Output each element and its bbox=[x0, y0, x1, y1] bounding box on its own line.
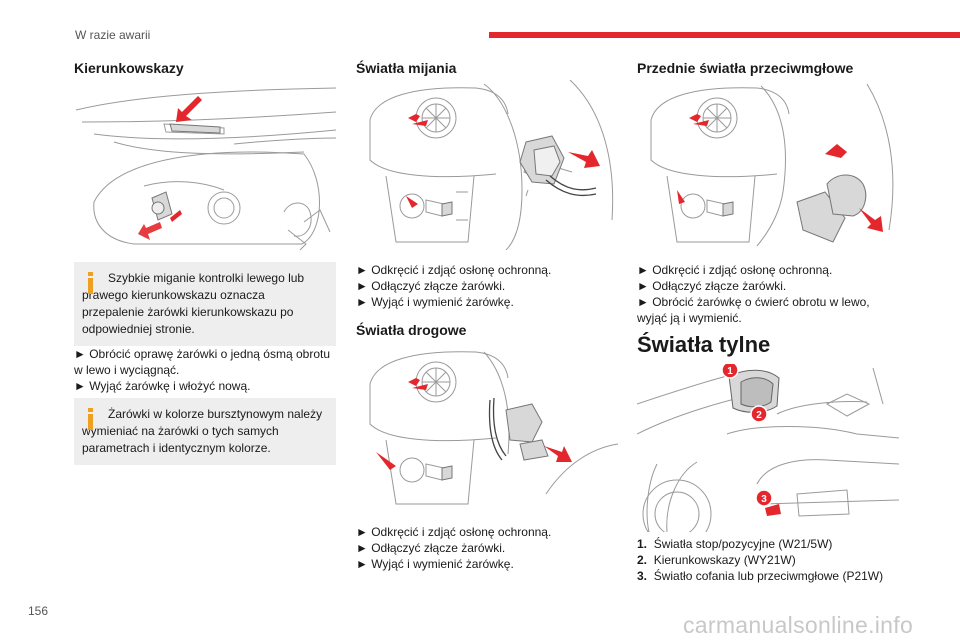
step-item: ► Odkręcić i zdjąć osłonę ochronną. bbox=[637, 263, 833, 277]
info-icon bbox=[88, 408, 93, 430]
rear-lights-illustration: 1 2 3 bbox=[637, 364, 899, 532]
legend-text: Światło cofania lub przeciwmgłowe (P21W) bbox=[653, 569, 884, 583]
heading-high-beam: Światła drogowe bbox=[356, 322, 467, 338]
callout-2: 2 bbox=[756, 410, 762, 421]
turn-signal-steps: ► Obrócić oprawę żarówki o jedną ósmą ob… bbox=[74, 346, 336, 394]
step-item: ► Odłączyć złącze żarówki. bbox=[356, 279, 506, 293]
legend-text: Światła stop/pozycyjne (W21/5W) bbox=[653, 537, 833, 551]
legend-item: 2. Kierunkowskazy (WY21W) bbox=[637, 552, 899, 568]
info-icon bbox=[88, 272, 93, 294]
step-item: ► Obrócić żarówkę o ćwierć obrotu w lewo… bbox=[637, 295, 870, 325]
info-text-amber-bulbs: Żarówki w kolorze bursztynowym należy wy… bbox=[82, 407, 323, 455]
rear-lights-legend: 1. Światła stop/pozycyjne (W21/5W) 2. Ki… bbox=[637, 536, 899, 584]
high-beam-illustration bbox=[356, 344, 618, 508]
heading-low-beam: Światła mijania bbox=[356, 60, 457, 76]
page-number: 156 bbox=[28, 604, 49, 618]
step-item: ► Wyjąć żarówkę i włożyć nową. bbox=[74, 379, 251, 393]
front-fog-illustration bbox=[637, 80, 899, 250]
high-beam-steps: ► Odkręcić i zdjąć osłonę ochronną. ► Od… bbox=[356, 524, 618, 572]
legend-item: 3. Światło cofania lub przeciwmgłowe (P2… bbox=[637, 568, 899, 584]
step-item: ► Wyjąć i wymienić żarówkę. bbox=[356, 295, 514, 309]
legend-item: 1. Światła stop/pozycyjne (W21/5W) bbox=[637, 536, 899, 552]
heading-front-fog: Przednie światła przeciwmgłowe bbox=[637, 60, 854, 76]
turn-signal-illustration bbox=[74, 82, 336, 252]
low-beam-illustration bbox=[356, 80, 618, 250]
step-item: ► Wyjąć i wymienić żarówkę. bbox=[356, 557, 514, 571]
legend-number: 3. bbox=[637, 569, 648, 583]
step-item: ► Obrócić oprawę żarówki o jedną ósmą ob… bbox=[74, 347, 330, 377]
watermark: carmanualsonline.info bbox=[683, 612, 914, 638]
info-box-fast-blinking: Szybkie miganie kontrolki lewego lub pra… bbox=[74, 262, 336, 346]
step-item: ► Odkręcić i zdjąć osłonę ochronną. bbox=[356, 525, 552, 539]
legend-number: 1. bbox=[637, 537, 648, 551]
step-item: ► Odłączyć złącze żarówki. bbox=[356, 541, 506, 555]
low-beam-steps: ► Odkręcić i zdjąć osłonę ochronną. ► Od… bbox=[356, 262, 618, 310]
page-header-title: W razie awarii bbox=[75, 28, 151, 42]
legend-number: 2. bbox=[637, 553, 648, 567]
legend-text: Kierunkowskazy (WY21W) bbox=[653, 553, 796, 567]
callout-3: 3 bbox=[761, 494, 767, 505]
heading-turn-signals: Kierunkowskazy bbox=[74, 60, 184, 76]
step-item: ► Odłączyć złącze żarówki. bbox=[637, 279, 787, 293]
callout-1: 1 bbox=[727, 366, 733, 377]
heading-rear-lights: Światła tylne bbox=[637, 332, 771, 357]
info-box-amber-bulbs: Żarówki w kolorze bursztynowym należy wy… bbox=[74, 398, 336, 465]
front-fog-steps: ► Odkręcić i zdjąć osłonę ochronną. ► Od… bbox=[637, 262, 899, 326]
header-accent-bar bbox=[489, 32, 960, 38]
step-item: ► Odkręcić i zdjąć osłonę ochronną. bbox=[356, 263, 552, 277]
info-text-fast-blinking: Szybkie miganie kontrolki lewego lub pra… bbox=[82, 271, 305, 336]
